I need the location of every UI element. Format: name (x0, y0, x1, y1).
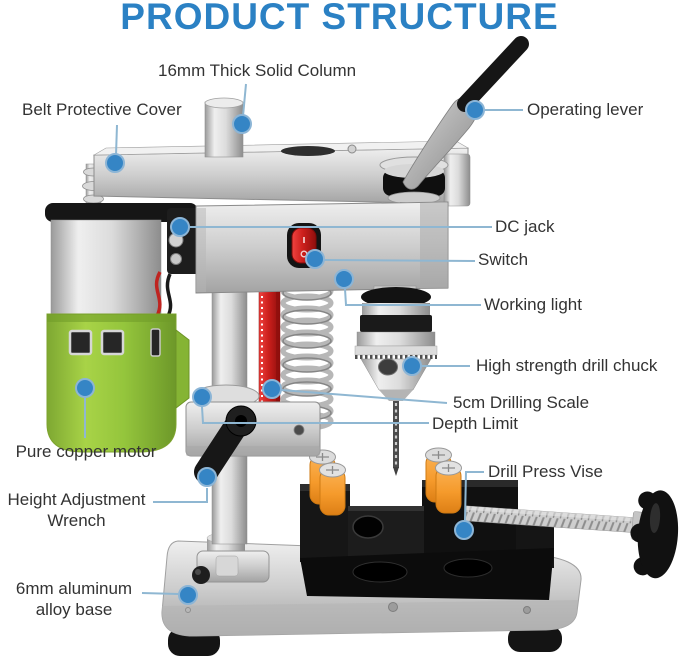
orange-grips (309, 447, 462, 516)
height-adjustment-wrench-part (194, 405, 257, 484)
label-drilling-scale: 5cm Drilling Scale (453, 393, 590, 412)
marker-dots (75, 100, 485, 605)
drill-bit (393, 401, 399, 476)
marker-dot (454, 520, 474, 540)
vise-screw (465, 490, 679, 579)
label-switch: Switch (478, 250, 529, 269)
drill-chuck-part (354, 287, 438, 476)
leader-lines (84, 83, 523, 595)
label-drill-press-vise: Drill Press Vise (488, 462, 603, 481)
motor-housing (46, 313, 190, 453)
motor-part (45, 163, 202, 453)
label-16mm-column: 16mm Thick Solid Column (158, 61, 357, 80)
label-motor: Pure copper motor (15, 442, 157, 461)
marker-dot (192, 387, 212, 407)
marker-dot (262, 379, 282, 399)
label-working-light: Working light (484, 295, 582, 314)
label-drill-chuck: High strength drill chuck (476, 356, 658, 375)
marker-dot (105, 153, 125, 173)
marker-dot (465, 100, 485, 120)
label-wrench: Height Adjustment Wrench (7, 490, 146, 530)
label-operating-lever: Operating lever (527, 100, 644, 119)
marker-dot (75, 378, 95, 398)
marker-dot (197, 467, 217, 487)
drill-press-vise-part (300, 447, 679, 600)
label-depth-limit: Depth Limit (432, 414, 518, 433)
marker-dot (178, 585, 198, 605)
label-dc-jack: DC jack (495, 217, 555, 236)
belt-cover-part (92, 140, 470, 205)
vise-knob (630, 490, 679, 579)
column-support (192, 532, 270, 584)
marker-dot (305, 249, 325, 269)
label-belt-cover: Belt Protective Cover (22, 100, 182, 119)
head-block (195, 201, 449, 299)
label-base: 6mm aluminum alloy base (15, 579, 133, 619)
marker-dot (232, 114, 252, 134)
page-title: PRODUCT STRUCTURE (120, 0, 559, 37)
marker-dot (402, 356, 422, 376)
marker-dot (334, 269, 354, 289)
marker-dot (170, 217, 190, 237)
